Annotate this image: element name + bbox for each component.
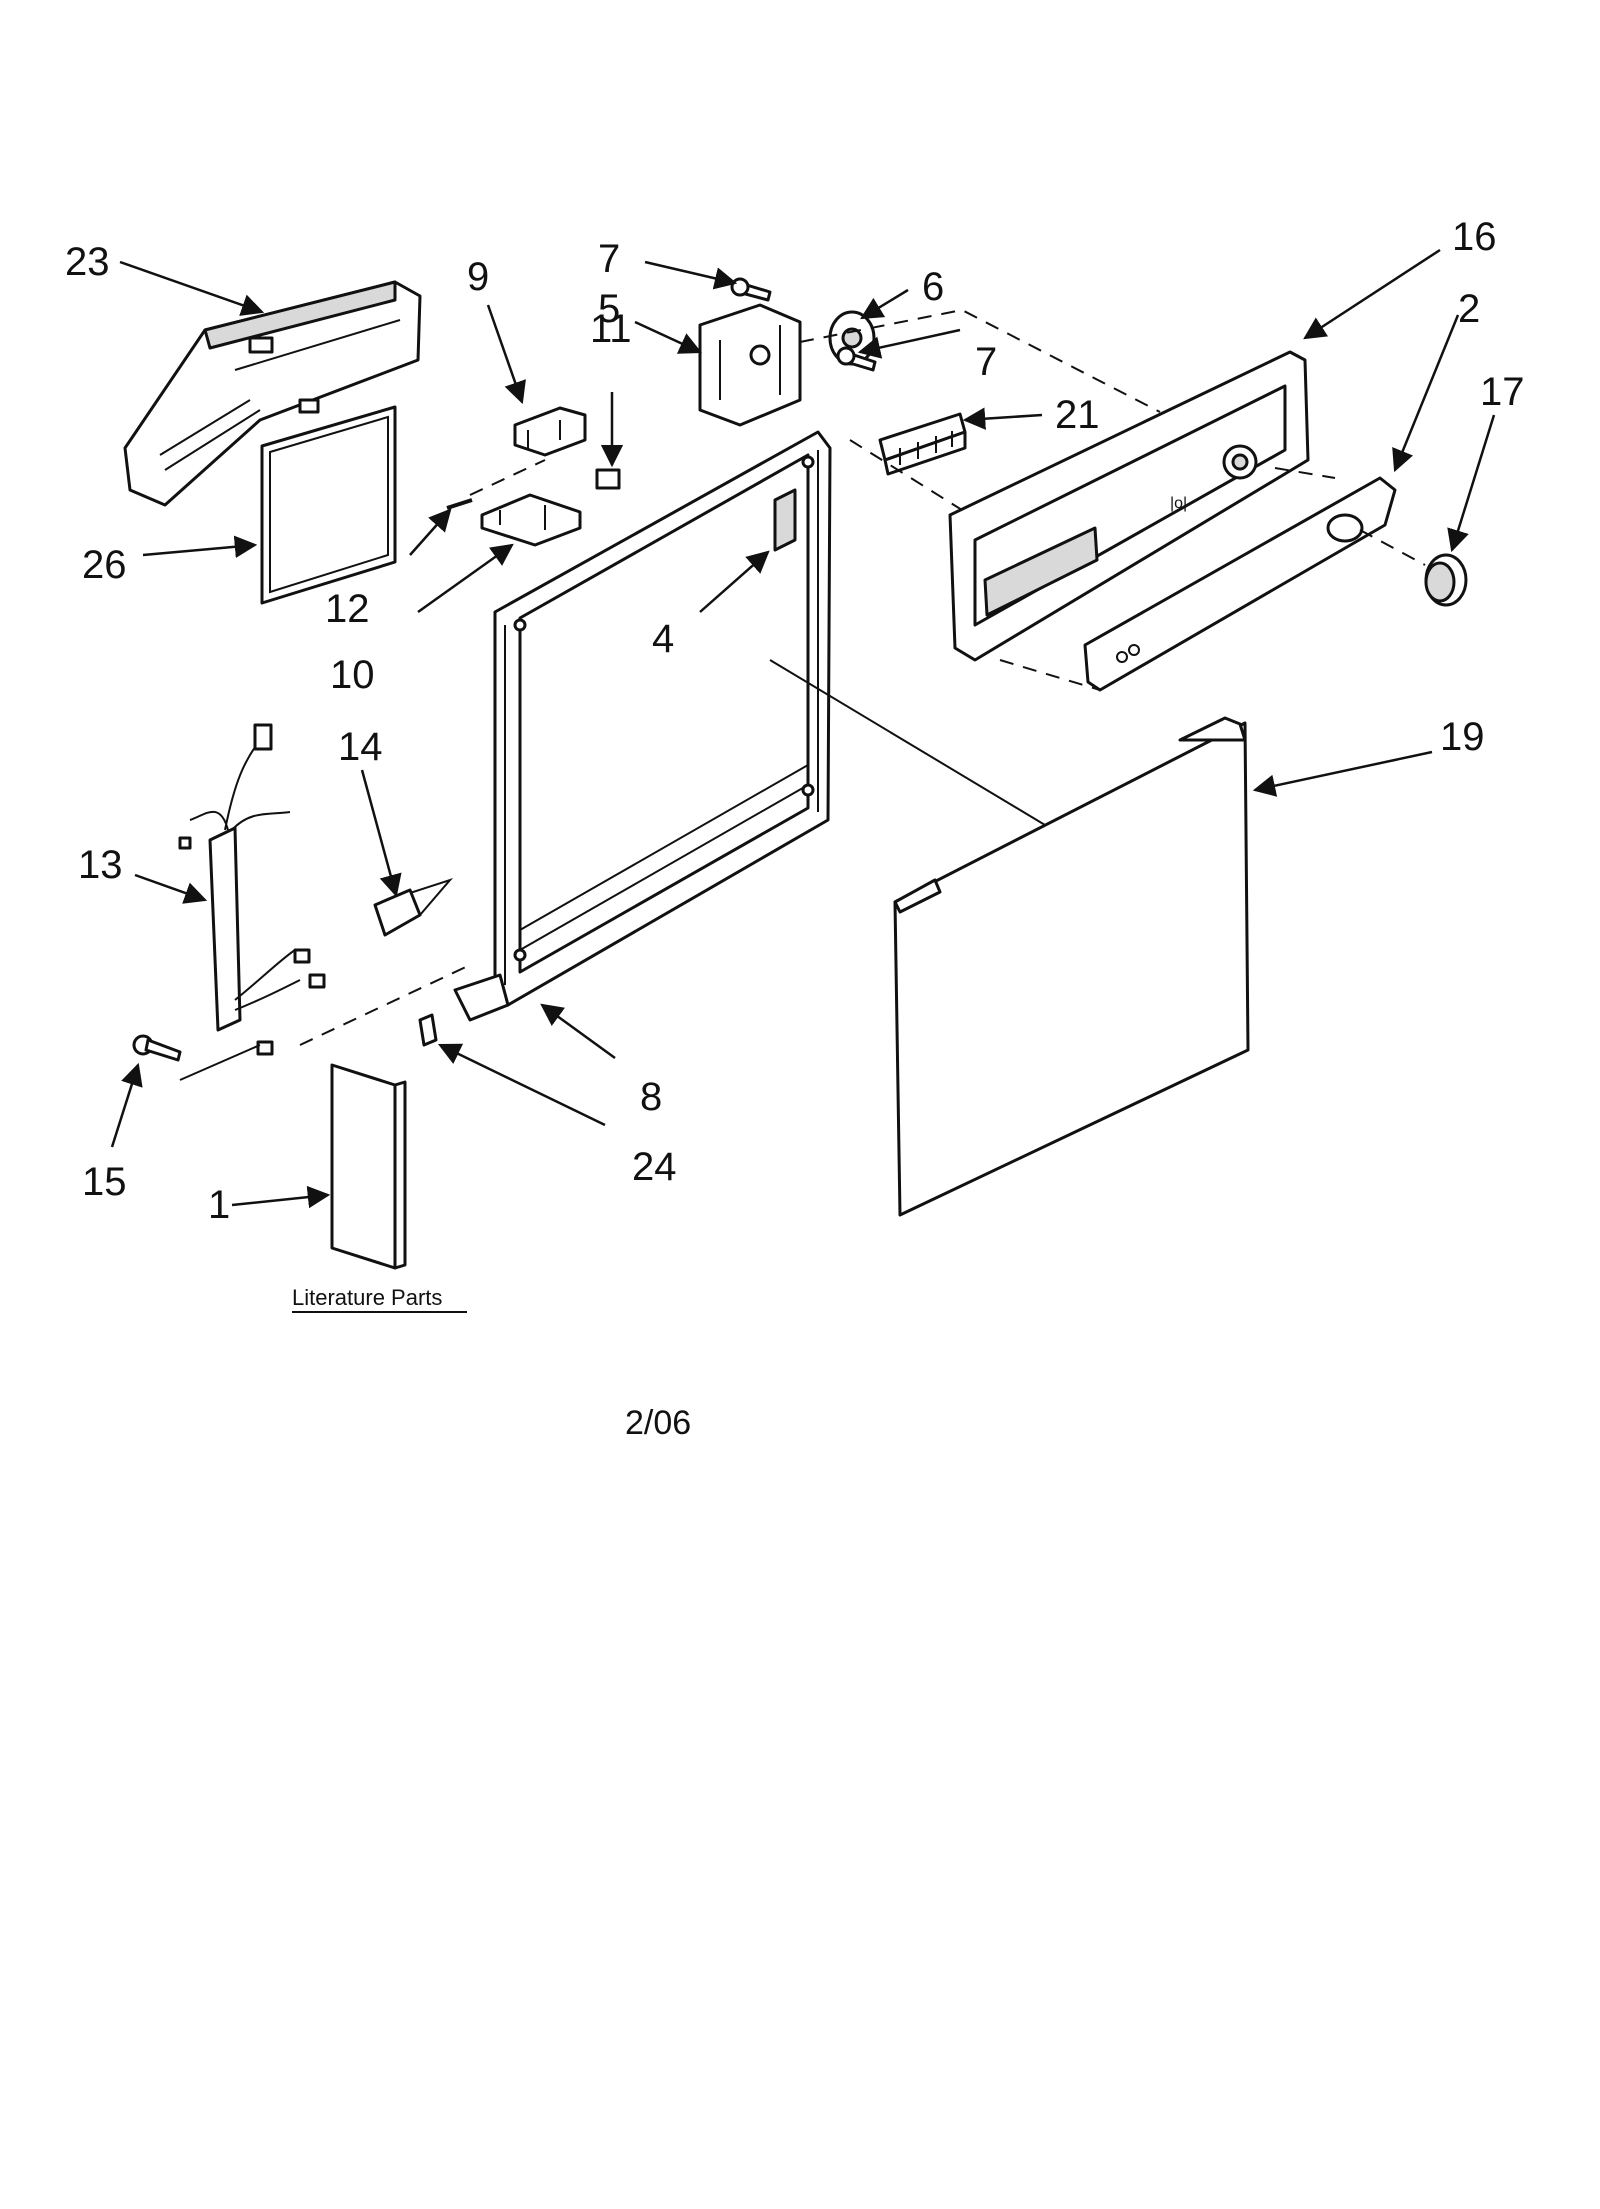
callout-19: 19: [1440, 715, 1485, 759]
callout-7-top: 7: [598, 237, 620, 281]
callout-24: 24: [632, 1145, 677, 1189]
part-11-clip: [595, 468, 621, 490]
callout-1: 1: [208, 1183, 230, 1227]
part-7-screw-mid: [836, 346, 877, 372]
callout-labels: 23 26 9 11 12 10 7 5 6 7 21 4 16 2 17 19…: [65, 215, 1525, 1227]
callout-7-mid: 7: [975, 340, 997, 384]
part-10-holder: [480, 493, 582, 547]
leader-lines: [110, 248, 1496, 1209]
part-26-pad: [260, 405, 397, 605]
part-2-overlay: [1083, 476, 1397, 692]
callout-5: 5: [598, 287, 620, 331]
part-19-door-panel: [893, 716, 1250, 1217]
callout-10: 10: [330, 653, 375, 697]
callout-9: 9: [467, 255, 489, 299]
callout-21: 21: [1055, 393, 1100, 437]
callout-14: 14: [338, 725, 383, 769]
callout-4: 4: [652, 617, 674, 661]
part-9-bracket: [513, 406, 587, 457]
callout-8: 8: [640, 1075, 662, 1119]
part-16-console: |o|: [948, 350, 1310, 662]
literature-parts-label: Literature Parts: [292, 1285, 442, 1310]
callout-15: 15: [82, 1160, 127, 1204]
part-24-clip: [418, 1013, 438, 1047]
part-17-knob: [1424, 553, 1468, 607]
date-code: 2/06: [625, 1404, 691, 1442]
part-5-switch: [698, 303, 802, 427]
part-14-sensor: [373, 877, 454, 937]
callout-26: 26: [82, 543, 127, 587]
callout-2: 2: [1458, 287, 1480, 331]
callout-11: 11: [590, 307, 632, 351]
callout-12: 12: [325, 587, 370, 631]
part-15-screw: [132, 1034, 182, 1062]
part-13-harness: [178, 723, 326, 1056]
callout-16: 16: [1452, 215, 1497, 259]
part-21-connector: [878, 412, 967, 476]
part-4-frame: [493, 430, 832, 1007]
callout-17: 17: [1480, 370, 1525, 414]
part-12-strip: [446, 498, 473, 510]
part-1-literature: [330, 1063, 407, 1270]
assembly-lines: [179, 308, 1426, 1081]
svg-text:|o|: |o|: [1170, 495, 1187, 512]
callout-13: 13: [78, 843, 123, 887]
part-7-screw-top: [730, 277, 772, 302]
part-8-rail: [453, 764, 809, 1022]
part-23-housing: [123, 280, 422, 507]
callout-23: 23: [65, 240, 110, 284]
callout-6: 6: [922, 265, 944, 309]
